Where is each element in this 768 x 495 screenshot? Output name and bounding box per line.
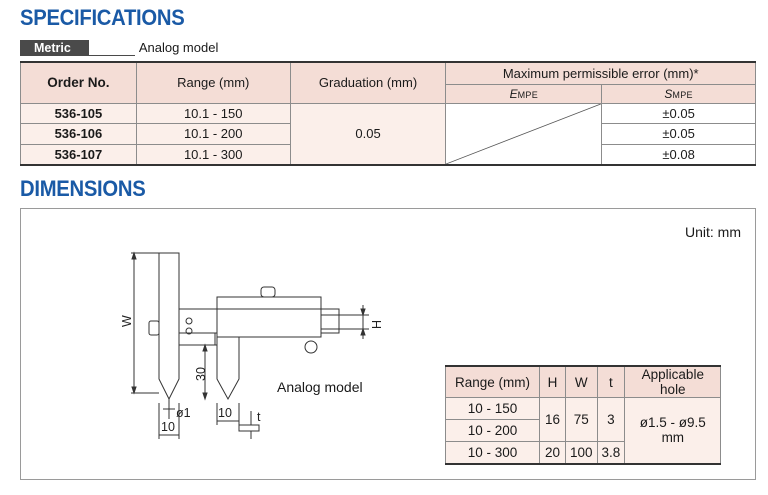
dim-t: 3 bbox=[596, 397, 626, 442]
header-range: Range (mm) bbox=[135, 61, 291, 104]
label-phi1: ø1 bbox=[176, 406, 191, 420]
dim-header-h: H bbox=[539, 365, 566, 398]
label-h: H bbox=[370, 320, 384, 329]
label-30: 30 bbox=[194, 367, 208, 381]
label-t: t bbox=[257, 410, 261, 424]
dim-w: 75 bbox=[565, 397, 598, 442]
header-max-error: Maximum permissible error (mm)* bbox=[445, 61, 756, 85]
dim-header-t: t bbox=[596, 365, 626, 398]
dim-header-hole: Applicable hole bbox=[624, 365, 722, 398]
smpe-value: ±0.08 bbox=[601, 143, 756, 165]
dim-header-range: Range (mm) bbox=[445, 365, 540, 398]
label-10-lower: 10 bbox=[161, 420, 175, 434]
drawing-caption: Analog model bbox=[277, 379, 363, 395]
order-number: 536-106 bbox=[20, 123, 137, 145]
dim-header-w: W bbox=[565, 365, 598, 398]
dim-hole: ø1.5 - ø9.5 mm bbox=[624, 397, 722, 464]
model-label: Analog model bbox=[138, 40, 219, 55]
dim-h: 20 bbox=[539, 441, 566, 464]
table-row: 10 - 200 bbox=[445, 419, 721, 442]
label-10-jaw: 10 bbox=[218, 406, 232, 420]
empe-diagonal-cell bbox=[445, 102, 603, 165]
range-value: 10.1 - 150 bbox=[135, 102, 291, 124]
table-row: 10 - 150 16 75 3 ø1.5 - ø9.5 mm bbox=[445, 397, 722, 464]
table-row: 10 - 300 20 100 3.8 bbox=[445, 441, 721, 464]
metric-badge: Metric bbox=[20, 40, 89, 56]
dim-range: 10 - 200 bbox=[445, 419, 540, 442]
diagonal-line bbox=[446, 104, 601, 164]
dimensions-table: Range (mm) H W t Applicable hole 10 - 15… bbox=[445, 365, 722, 465]
dimensions-title: DIMENSIONS bbox=[20, 176, 146, 201]
smpe-value: ±0.05 bbox=[601, 123, 756, 145]
header-graduation: Graduation (mm) bbox=[289, 61, 447, 104]
dim-h: 16 bbox=[539, 397, 566, 442]
header-smpe: SMPE bbox=[601, 83, 756, 104]
specifications-title: SPECIFICATIONS bbox=[20, 5, 185, 30]
table-row: 536-106 10.1 - 200 ±0.05 bbox=[20, 123, 756, 145]
caliper-drawing: W H 30 ø1 10 10 t bbox=[120, 251, 384, 439]
table-row: 536-105 10.1 - 150 0.05 ±0.05 bbox=[20, 102, 756, 165]
table-row: 536-107 10.1 - 300 ±0.08 bbox=[20, 143, 756, 165]
range-value: 10.1 - 200 bbox=[135, 123, 291, 145]
smpe-value: ±0.05 bbox=[601, 102, 756, 124]
dim-t: 3.8 bbox=[596, 441, 626, 464]
label-w: W bbox=[120, 315, 134, 327]
dim-range: 10 - 300 bbox=[445, 441, 540, 464]
badge-underline bbox=[88, 55, 135, 56]
dim-range: 10 - 150 bbox=[445, 397, 540, 420]
graduation-value: 0.05 bbox=[289, 102, 447, 165]
dim-w: 100 bbox=[565, 441, 598, 464]
dimensions-panel: Unit: mm bbox=[20, 208, 756, 480]
order-number: 536-105 bbox=[20, 102, 137, 124]
header-empe: EMPE bbox=[445, 83, 603, 104]
order-number: 536-107 bbox=[20, 143, 137, 165]
unit-label: Unit: mm bbox=[685, 224, 741, 240]
header-order-no: Order No. bbox=[20, 61, 137, 104]
range-value: 10.1 - 300 bbox=[135, 143, 291, 165]
specifications-table: Order No. Range (mm) Graduation (mm) Max… bbox=[20, 61, 756, 166]
metric-label-row: Metric Analog model bbox=[20, 39, 218, 56]
